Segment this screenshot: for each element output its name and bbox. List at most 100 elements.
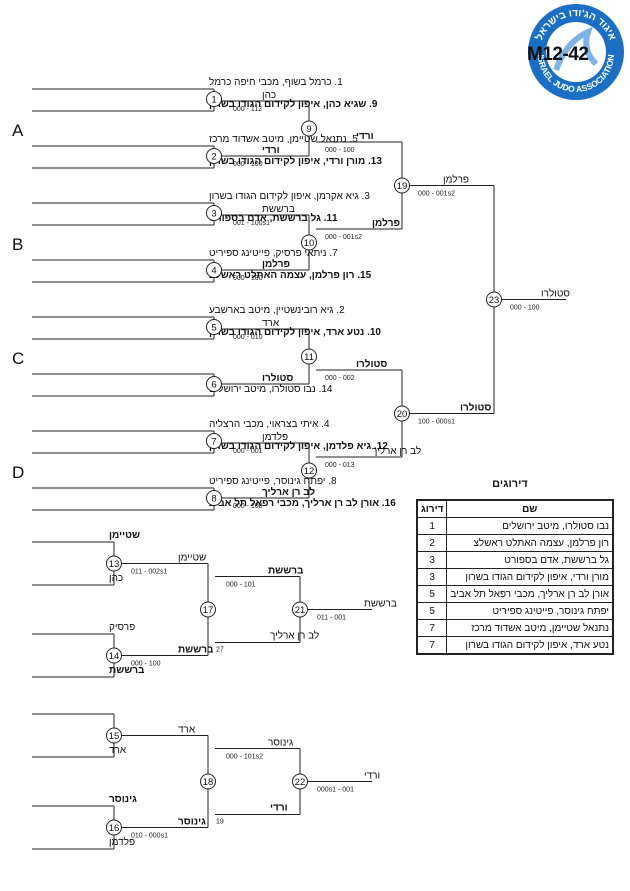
competitor-entry: 1. כרמל בשוף, מכבי חיפה כרמל — [209, 76, 343, 88]
match-winner: פרלמן — [262, 258, 290, 270]
ranking-title: דירוגים — [492, 478, 528, 490]
ranking-place: 3 — [416, 551, 448, 569]
match-number-circle — [206, 91, 222, 107]
match-score: 001 - 100s1 — [233, 220, 270, 227]
match-score: 100 - 000s1 — [418, 419, 455, 426]
ranking-place: 2 — [416, 534, 448, 552]
category-label: M12-42 — [527, 44, 589, 65]
match-number: 14 — [109, 651, 120, 662]
competitor-entry: 8. יפתח גינוסר, פייטינג ספיריט — [209, 476, 337, 487]
match-winner: לב רן ארליך — [372, 445, 421, 457]
match-number-circle — [206, 433, 222, 449]
champion-name: סטולרו — [541, 288, 570, 300]
competitor-entry: 7. ניתאי פרסיק, פייטינג ספיריט — [209, 248, 338, 259]
match-number: 23 — [489, 295, 500, 306]
match-number: 8 — [211, 494, 216, 505]
match-number: 5 — [211, 323, 216, 334]
match-number-circle — [301, 120, 317, 137]
match-score: 011 - 002s1 — [131, 569, 168, 576]
match-score: 000 - 001s2 — [418, 191, 455, 198]
ranking-place: 5 — [416, 602, 448, 620]
match-number: 4 — [211, 266, 216, 277]
match-winner: פלדמן — [262, 431, 288, 443]
match-score: 000 - 100 — [510, 305, 540, 312]
match-score: 000 - 001 — [233, 448, 263, 455]
match-score: 010 - 000s1 — [131, 833, 168, 840]
semifinal-loser-entry: לב רן ארליך — [270, 630, 319, 642]
match-winner: ברששת — [262, 204, 295, 215]
match-number: 11 — [304, 352, 314, 363]
match-number: 17 — [203, 605, 214, 616]
match-number-circle — [206, 205, 222, 221]
match-score: 000 - 100 — [131, 661, 161, 668]
competitor-entry: 13. מורן ורדי, איפון לקידום הגודו בשרון — [209, 155, 382, 167]
judo-association-logo: איגוד הג'ודו בישראל ISRAEL JUDO ASSOCIAT… — [528, 4, 624, 100]
match-score: 000 - 100 — [233, 275, 263, 282]
match-number-circle — [301, 348, 317, 365]
repechage-winner: ברששת — [268, 566, 304, 577]
repechage-entry: ברששת — [109, 665, 145, 676]
repechage-entry: פרסיק — [109, 622, 135, 633]
ranking-name: אורן לב רן ארליך, מכבי רפאל תל אביב — [446, 585, 614, 603]
group-letter: C — [12, 349, 24, 368]
match-number: 21 — [295, 605, 306, 616]
repechage-entry: גינוסר — [109, 794, 137, 805]
match-number-circle — [301, 234, 317, 251]
match-winner: ארד — [262, 318, 280, 329]
ranking-name: נבו סטולרו, מיטב ירושלים — [446, 517, 614, 535]
match-score: 000 - 001s2 — [325, 234, 362, 241]
match-score: 000 - 100 — [233, 503, 263, 510]
match-score: 000 - 112 — [233, 106, 262, 113]
competitor-entry: 16. אורן לב רן ארליך, מכבי רפאל תל אביב — [209, 497, 396, 509]
ranking-name: גל ברששת, אדם בספורט — [446, 551, 614, 569]
match-winner: לב רן ארליך — [262, 486, 315, 498]
repechage-entry: כהן — [109, 573, 123, 584]
match-score: 000s1 - 001 — [317, 787, 354, 794]
ranking-name: נטע ארד, איפון לקידום הגודו בשרון — [446, 636, 614, 655]
ranking-place: 5 — [416, 585, 448, 603]
match-winner: ורדי — [262, 145, 280, 156]
place-header: דירוג — [416, 499, 448, 518]
match-winner: סטולרו — [262, 372, 293, 384]
bronze-winner: ורדי — [364, 771, 380, 782]
match-number-circle — [301, 462, 317, 479]
competitor-entry: 14. נבו סטולרו, מיטב ירושלים — [209, 383, 333, 395]
match-number: 16 — [109, 823, 120, 834]
ranking-name: רון פרלמן, עצמה האתלט ראשלצ — [446, 534, 614, 552]
repechage-winner: ברששת — [178, 645, 214, 656]
match-number: 22 — [295, 777, 306, 788]
competitor-entry: 15. רון פרלמן, עצמה האתלט ראשלצ — [209, 269, 372, 281]
name-header: שם — [446, 499, 614, 518]
repechage-winner: גינוסר — [268, 738, 293, 749]
match-number: 9 — [306, 124, 311, 135]
match-number: 2 — [211, 152, 216, 163]
match-number: 7 — [211, 437, 216, 448]
match-number: 3 — [211, 209, 216, 220]
match-number: 12 — [304, 466, 315, 477]
ranking-name: יפתח גינוסר, פייטינג ספיריט — [446, 602, 614, 620]
match-winner: סטולרו — [356, 358, 387, 370]
match-score: 000 - 100 — [325, 147, 355, 154]
bronze-winner: ברששת — [364, 599, 397, 610]
repechage-winner: ארד — [178, 725, 196, 736]
match-score: 000 - 100 — [233, 161, 263, 168]
match-number: 20 — [397, 409, 408, 420]
ranking-name: מורן ורדי, איפון לקידום הגודו בשרון — [446, 568, 614, 586]
ranking-place: 3 — [416, 568, 448, 586]
competitor-entry: 2. גיא רובינשטיין, מיטב בארשבע — [209, 305, 345, 316]
match-number: 18 — [203, 777, 214, 788]
ranking-header-row: דירוג שם — [416, 499, 614, 518]
competitor-entry: 3. גיא אקרמן, איפון לקידום הגודו בשרון — [209, 190, 370, 202]
match-score: 000 - 101 — [226, 582, 256, 589]
ranking-place: 7 — [416, 619, 448, 637]
match-number-circle — [200, 601, 216, 618]
match-score: 000 - 101s2 — [226, 754, 263, 761]
group-letter: A — [12, 121, 24, 140]
